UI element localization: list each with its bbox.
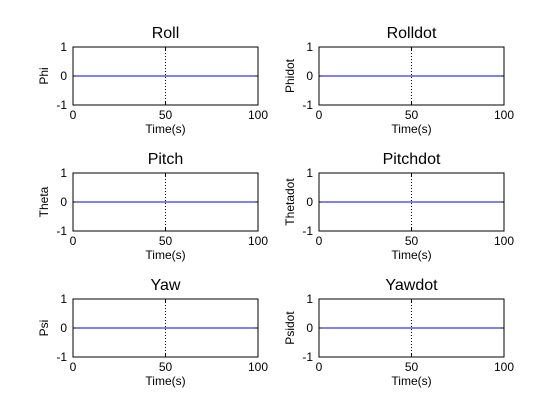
rolldot-x-tick-label: 100 bbox=[494, 108, 514, 122]
yawdot-ylabel: Psidot bbox=[283, 311, 297, 345]
rolldot-x-tick-label: 0 bbox=[316, 108, 323, 122]
pitchdot-x-tick-label: 50 bbox=[405, 234, 419, 248]
pitchdot-ylabel: Thetadot bbox=[283, 178, 297, 226]
roll-title: Roll bbox=[152, 25, 180, 42]
rolldot-ylabel: Phidot bbox=[283, 58, 297, 93]
yaw-y-tick-label: -1 bbox=[56, 350, 67, 364]
pitchdot-y-tick-label: -1 bbox=[302, 224, 313, 238]
yaw-ylabel: Psi bbox=[37, 320, 51, 337]
yawdot-x-tick-label: 0 bbox=[316, 360, 323, 374]
yaw-x-tick-label: 100 bbox=[248, 360, 268, 374]
yawdot-x-tick-label: 100 bbox=[494, 360, 514, 374]
rolldot-y-tick-label: 0 bbox=[306, 69, 313, 83]
pitchdot-x-tick-label: 100 bbox=[494, 234, 514, 248]
pitch-x-tick-label: 50 bbox=[159, 234, 173, 248]
roll-y-tick-label: 0 bbox=[60, 69, 67, 83]
pitch-xlabel: Time(s) bbox=[145, 248, 185, 262]
pitchdot-x-tick-label: 0 bbox=[316, 234, 323, 248]
pitchdot-y-tick-label: 1 bbox=[306, 166, 313, 180]
rolldot-y-tick-label: -1 bbox=[302, 98, 313, 112]
yaw-title: Yaw bbox=[151, 277, 181, 294]
yaw-x-tick-label: 50 bbox=[159, 360, 173, 374]
roll-y-tick-label: -1 bbox=[56, 98, 67, 112]
roll-x-tick-label: 0 bbox=[70, 108, 77, 122]
roll-ylabel: Phi bbox=[37, 67, 51, 84]
pitchdot-title: Pitchdot bbox=[383, 151, 441, 168]
pitch-x-tick-label: 100 bbox=[248, 234, 268, 248]
pitch-ylabel: Theta bbox=[37, 186, 51, 217]
yaw-y-tick-label: 0 bbox=[60, 321, 67, 335]
roll-y-tick-label: 1 bbox=[60, 40, 67, 54]
rolldot-x-tick-label: 50 bbox=[405, 108, 419, 122]
yawdot-y-tick-label: 1 bbox=[306, 292, 313, 306]
yawdot-xlabel: Time(s) bbox=[391, 374, 431, 388]
pitch-title: Pitch bbox=[148, 151, 184, 168]
roll-x-tick-label: 100 bbox=[248, 108, 268, 122]
rolldot-xlabel: Time(s) bbox=[391, 122, 431, 136]
yaw-x-tick-label: 0 bbox=[70, 360, 77, 374]
yaw-y-tick-label: 1 bbox=[60, 292, 67, 306]
yawdot-x-tick-label: 50 bbox=[405, 360, 419, 374]
pitchdot-y-tick-label: 0 bbox=[306, 195, 313, 209]
pitch-x-tick-label: 0 bbox=[70, 234, 77, 248]
yawdot-y-tick-label: -1 bbox=[302, 350, 313, 364]
rolldot-y-tick-label: 1 bbox=[306, 40, 313, 54]
pitchdot-xlabel: Time(s) bbox=[391, 248, 431, 262]
roll-x-tick-label: 50 bbox=[159, 108, 173, 122]
pitch-y-tick-label: 0 bbox=[60, 195, 67, 209]
yawdot-title: Yawdot bbox=[385, 277, 438, 294]
rolldot-title: Rolldot bbox=[387, 25, 437, 42]
pitch-y-tick-label: 1 bbox=[60, 166, 67, 180]
roll-xlabel: Time(s) bbox=[145, 122, 185, 136]
pitch-y-tick-label: -1 bbox=[56, 224, 67, 238]
yaw-xlabel: Time(s) bbox=[145, 374, 185, 388]
yawdot-y-tick-label: 0 bbox=[306, 321, 313, 335]
